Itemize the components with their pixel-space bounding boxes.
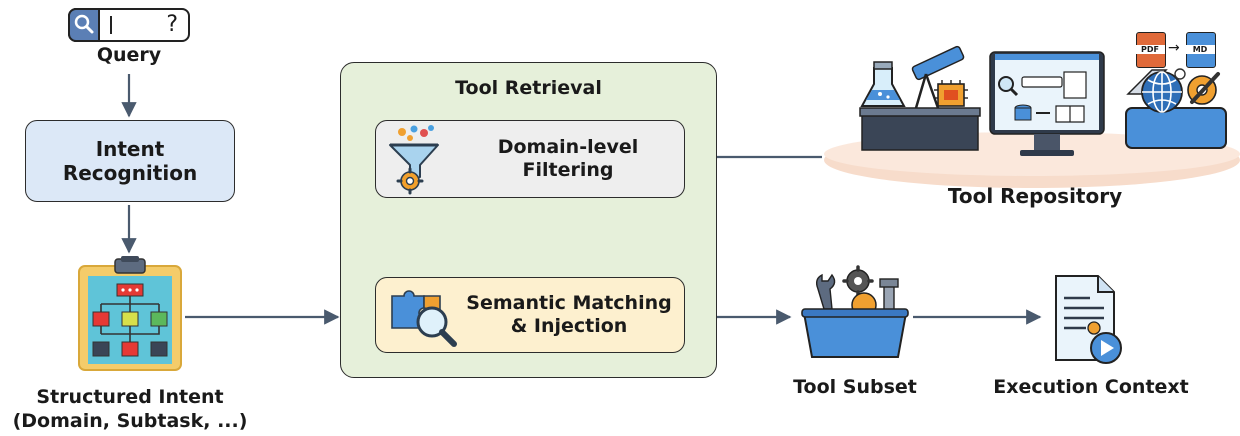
clipboard-icon [78, 256, 182, 371]
puzzle-magnifier-icon [391, 290, 457, 347]
execution-context-label: Execution Context [993, 376, 1189, 398]
arrow-icon: → [1168, 40, 1180, 56]
search-bar: ? [68, 8, 190, 42]
tool-subset-label: Tool Subset [793, 376, 917, 398]
semantic-matching-box: Semantic Matching & Injection [375, 277, 685, 353]
tool-retrieval-title: Tool Retrieval [455, 77, 602, 99]
intent-recognition-label: Intent Recognition [62, 136, 198, 185]
question-mark: ? [166, 12, 178, 37]
query-label: Query [96, 44, 162, 66]
pdf-file-icon: PDF [1135, 32, 1166, 68]
funnel-icon [389, 125, 439, 182]
tool-repository-label: Tool Repository [947, 184, 1123, 208]
md-file-icon: MD [1185, 32, 1216, 68]
gear-icon [396, 167, 424, 195]
intent-recognition-box: Intent Recognition [25, 120, 235, 202]
structured-intent-title: Structured Intent [36, 386, 224, 408]
science-lab-icon [859, 45, 981, 151]
search-icon [68, 8, 100, 42]
domain-filtering-label: Domain-level Filtering [497, 135, 639, 181]
domain-filtering-box: Domain-level Filtering [375, 120, 685, 198]
toolbox-icon [1125, 68, 1227, 149]
text-cursor [110, 16, 112, 34]
execution-document-icon [1055, 275, 1122, 364]
structured-intent-subtitle: (Domain, Subtask, ...) [12, 410, 248, 432]
semantic-matching-label: Semantic Matching & Injection [466, 291, 672, 337]
monitor-icon [989, 51, 1105, 156]
tool-basket-icon [801, 265, 909, 358]
